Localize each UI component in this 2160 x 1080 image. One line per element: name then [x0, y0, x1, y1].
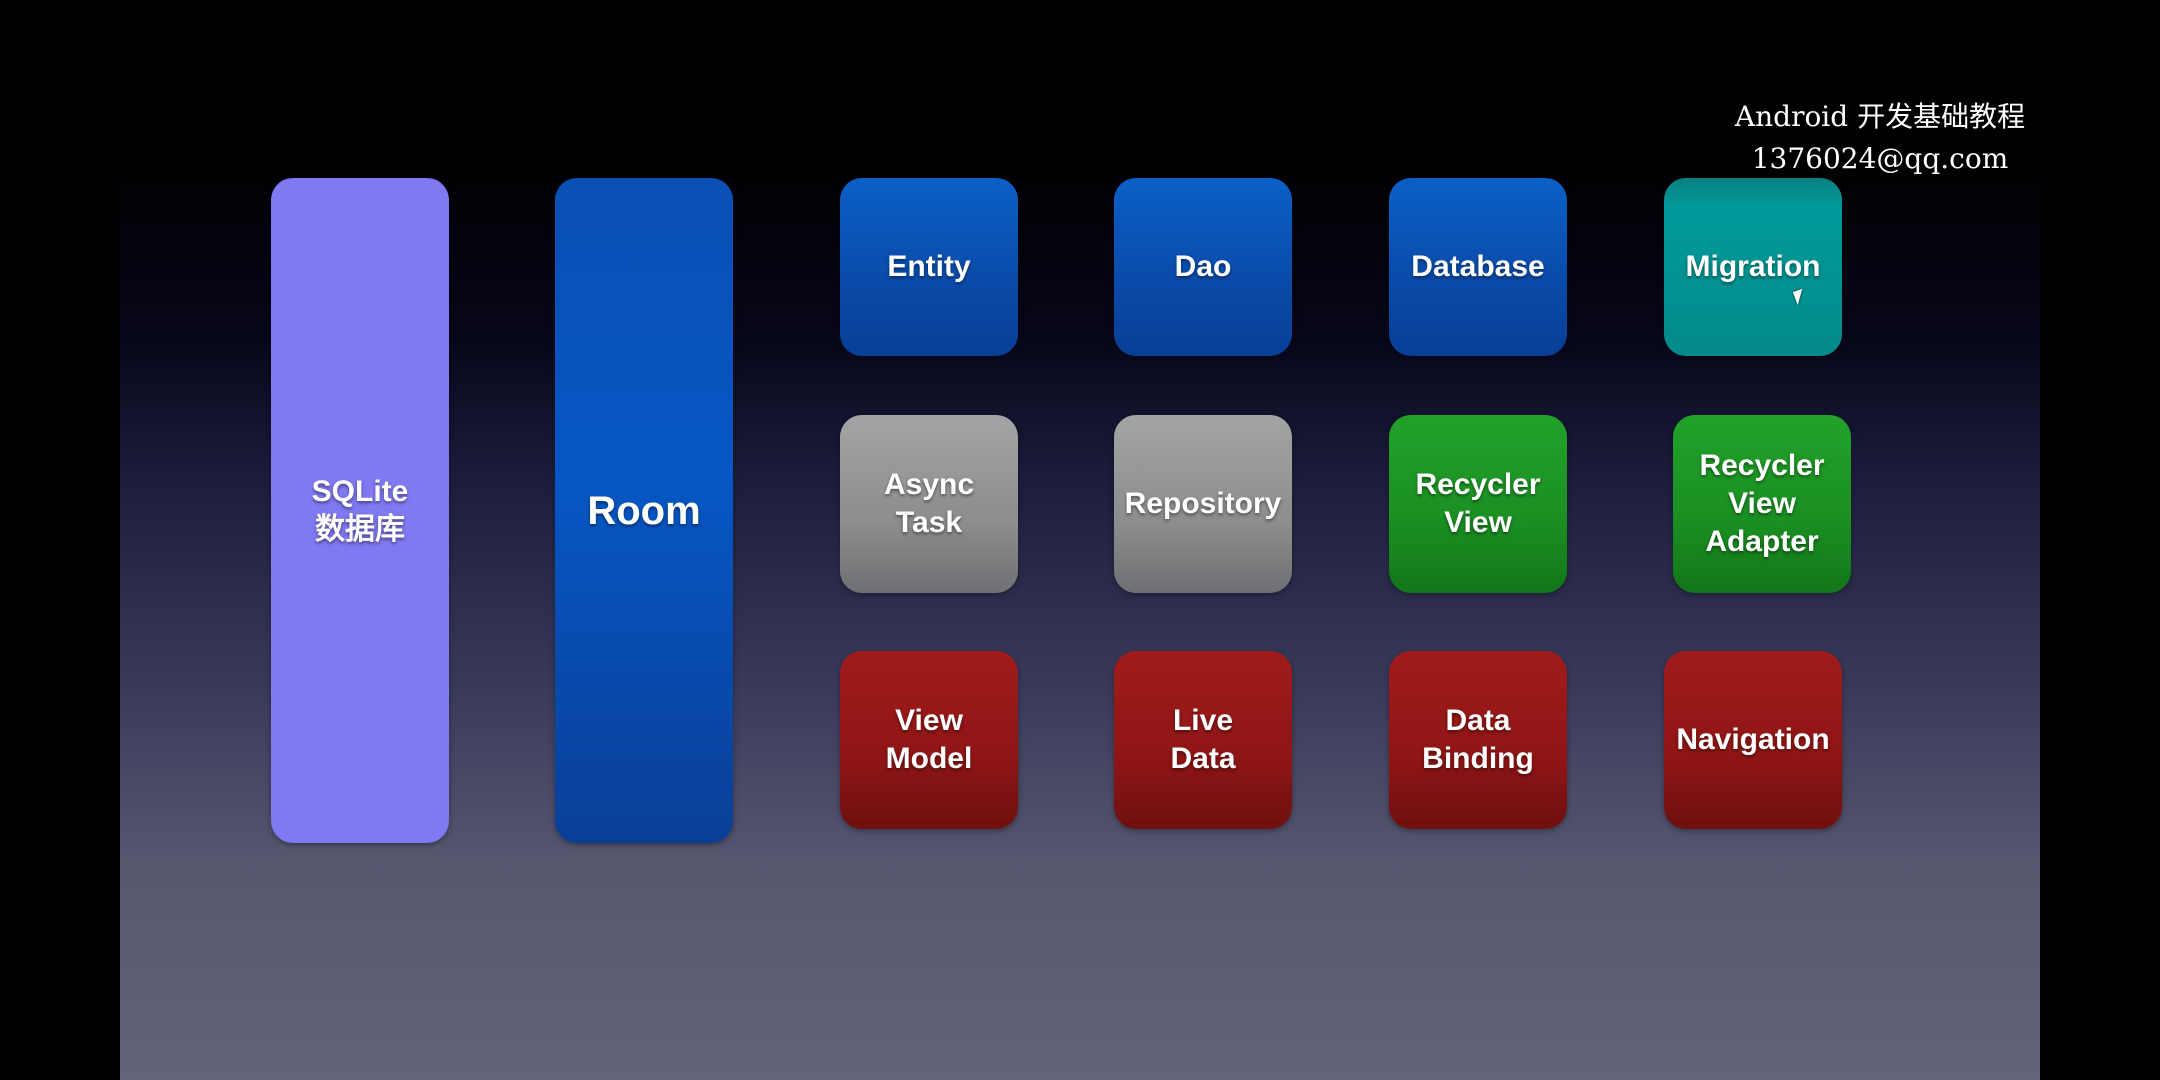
box-database: Database — [1389, 178, 1567, 356]
watermark-email: 1376024@qq.com — [1751, 142, 2009, 175]
box-repository: Repository — [1114, 415, 1292, 593]
box-live-data: Live Data — [1114, 651, 1292, 829]
box-room: Room — [555, 178, 733, 843]
box-entity: Entity — [840, 178, 1018, 356]
box-dao: Dao — [1114, 178, 1292, 356]
box-migration: Migration — [1664, 178, 1842, 356]
box-sqlite: SQLite 数据库 — [271, 178, 449, 843]
box-recycler-view-adapter: Recycler View Adapter — [1673, 415, 1851, 593]
box-view-model: View Model — [840, 651, 1018, 829]
box-recycler-view: Recycler View — [1389, 415, 1567, 593]
box-navigation: Navigation — [1664, 651, 1842, 829]
box-data-binding: Data Binding — [1389, 651, 1567, 829]
watermark: Android 开发基础教程 1376024@qq.com — [1680, 96, 2080, 180]
box-async-task: Async Task — [840, 415, 1018, 593]
watermark-title: Android 开发基础教程 — [1734, 100, 2026, 133]
